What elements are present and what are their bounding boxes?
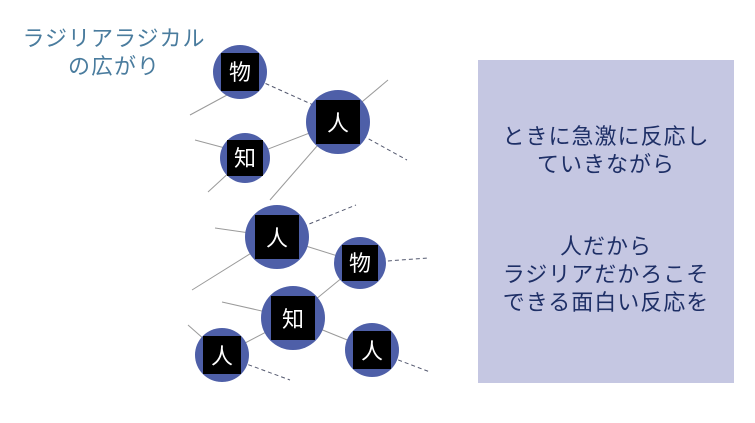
edge-dashed bbox=[221, 354, 291, 381]
node-label: 物 bbox=[349, 252, 371, 277]
title-line-1: ラジリアラジカル bbox=[22, 27, 206, 52]
edge-dashed bbox=[359, 257, 429, 264]
node-hito: 人 bbox=[306, 90, 370, 154]
panel-text-line: できる面白い反応を bbox=[502, 291, 710, 316]
node-label: 人 bbox=[361, 340, 383, 365]
node-chi: 知 bbox=[261, 286, 325, 350]
node-label: 人 bbox=[211, 345, 233, 370]
panel-text-line: ときに急激に反応し bbox=[502, 125, 710, 150]
node-label: 人 bbox=[266, 227, 288, 252]
node-label: 知 bbox=[234, 147, 256, 172]
diagram-title: ラジリアラジカル の広がり bbox=[6, 26, 222, 82]
panel-text-line: ラジリアだかろこそ bbox=[502, 263, 710, 288]
panel-block-1: ときに急激に反応し ていきながら bbox=[478, 124, 734, 180]
node-mono: 物 bbox=[213, 45, 267, 99]
node-hito: 人 bbox=[195, 328, 249, 382]
node-chi: 知 bbox=[220, 133, 270, 183]
panel-block-2: 人だから ラジリアだかろこそ できる面白い反応を bbox=[478, 234, 734, 318]
node-mono: 物 bbox=[334, 237, 386, 289]
node-hito: 人 bbox=[345, 323, 399, 377]
panel-text-line: ていきながら bbox=[536, 153, 675, 178]
edge-dashed bbox=[337, 121, 408, 161]
panel-text-line: 人だから bbox=[559, 235, 652, 260]
radical-network-diagram: 物 人 知 人 物 知 bbox=[187, 45, 431, 382]
node-label: 人 bbox=[327, 112, 349, 137]
node-label: 物 bbox=[229, 61, 251, 86]
title-line-2: の広がり bbox=[67, 55, 160, 80]
node-hito: 人 bbox=[245, 205, 309, 269]
nodes: 物 人 知 人 物 知 bbox=[195, 45, 399, 382]
node-label: 知 bbox=[282, 308, 304, 333]
description-panel: ときに急激に反応し ていきながら 人だから ラジリアだかろこそ できる面白い反応… bbox=[478, 60, 734, 383]
